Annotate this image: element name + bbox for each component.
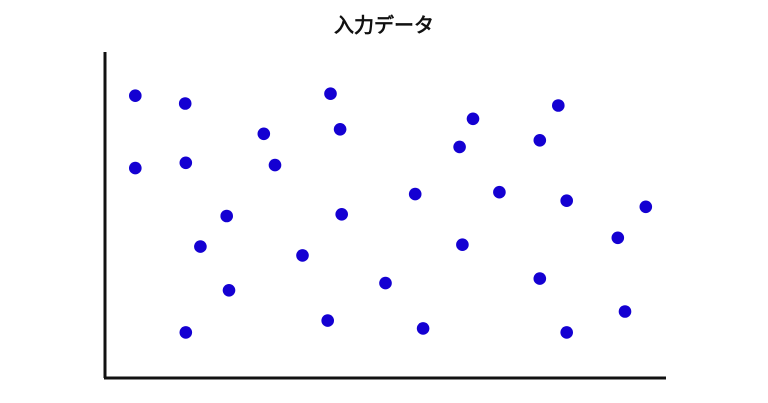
- data-point: [129, 89, 142, 102]
- data-point: [639, 200, 653, 214]
- data-point: [552, 99, 565, 112]
- data-point: [296, 249, 309, 262]
- data-point: [560, 194, 573, 207]
- data-point: [408, 187, 422, 201]
- data-point: [257, 127, 271, 141]
- data-point: [379, 276, 392, 290]
- data-point: [194, 240, 207, 253]
- data-point: [493, 185, 506, 199]
- data-point: [453, 140, 466, 154]
- data-point: [220, 209, 233, 223]
- data-point: [178, 97, 192, 110]
- data-point: [618, 305, 632, 318]
- data-point: [129, 161, 142, 175]
- data-point: [321, 314, 335, 327]
- chart-title: 入力データ: [334, 13, 434, 37]
- data-point: [222, 284, 236, 297]
- data-point: [456, 238, 469, 251]
- data-point: [560, 326, 573, 339]
- data-point: [335, 208, 349, 221]
- data-point: [533, 272, 547, 285]
- data-point: [179, 326, 193, 339]
- data-point: [466, 112, 480, 126]
- data-point: [179, 156, 193, 170]
- data-point: [324, 87, 337, 100]
- data-point: [333, 123, 347, 136]
- data-point: [416, 322, 430, 335]
- data-point: [533, 134, 547, 147]
- data-point: [611, 231, 625, 245]
- points-layer: [129, 87, 653, 339]
- data-point: [268, 158, 282, 172]
